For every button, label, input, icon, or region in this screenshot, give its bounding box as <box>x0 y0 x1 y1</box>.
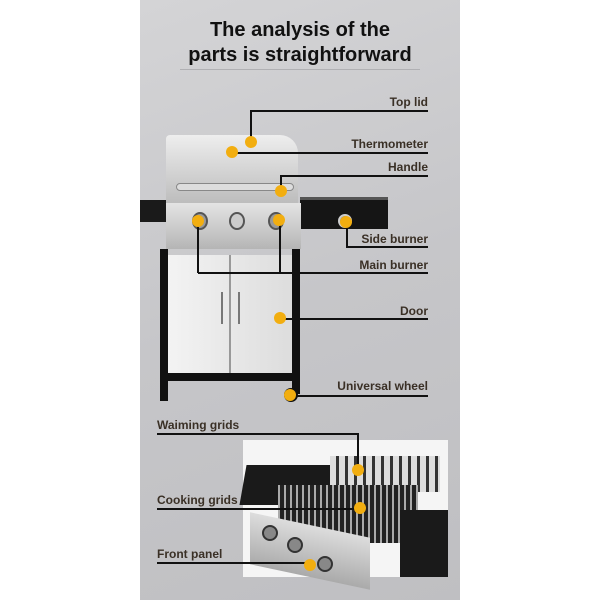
label-top-lid: Top lid <box>389 95 428 109</box>
leader-line <box>157 562 310 564</box>
label-cooking-grids: Cooking grids <box>157 493 238 507</box>
label-thermometer: Thermometer <box>351 137 428 151</box>
label-side-burner: Side burner <box>361 232 428 246</box>
marker-dot-warming-grids <box>352 464 364 476</box>
leader-line <box>157 508 360 510</box>
leader-line <box>280 175 428 177</box>
leader-line <box>280 318 428 320</box>
marker-dot-main-burner <box>192 215 204 227</box>
label-front-panel: Front panel <box>157 547 223 561</box>
leader-line <box>198 272 428 274</box>
leader-line <box>346 222 348 248</box>
leader-line <box>346 246 428 248</box>
leader-line <box>357 433 359 470</box>
leader-line <box>290 395 428 397</box>
leader-line <box>250 110 428 112</box>
page-title: The analysis of the parts is straightforw… <box>140 18 460 68</box>
marker-dot-cooking-grids <box>354 502 366 514</box>
marker-dot-door <box>274 312 286 324</box>
title-line-2: parts is straightforward <box>188 44 412 66</box>
marker-dot-handle <box>275 185 287 197</box>
marker-dot-front-panel <box>304 559 316 571</box>
leader-line <box>197 221 199 273</box>
marker-dot-main-burner <box>273 214 285 226</box>
leader-line <box>279 221 281 273</box>
label-warming-grids: Waiming grids <box>157 418 240 432</box>
marker-dot-universal-wheel <box>284 389 296 401</box>
marker-dot-side-burner <box>340 216 352 228</box>
marker-dot-thermometer <box>226 146 238 158</box>
label-handle: Handle <box>387 160 428 174</box>
leader-line <box>250 110 252 142</box>
marker-dot-top-lid <box>245 136 257 148</box>
leader-line <box>232 152 428 154</box>
leader-line <box>280 175 282 191</box>
title-line-1: The analysis of the <box>209 19 391 41</box>
label-door: Door <box>400 304 428 318</box>
label-main-burner: Main burner <box>359 258 428 272</box>
title-divider <box>180 69 420 70</box>
label-universal-wheel: Universal wheel <box>337 379 428 393</box>
leader-line <box>157 433 359 435</box>
